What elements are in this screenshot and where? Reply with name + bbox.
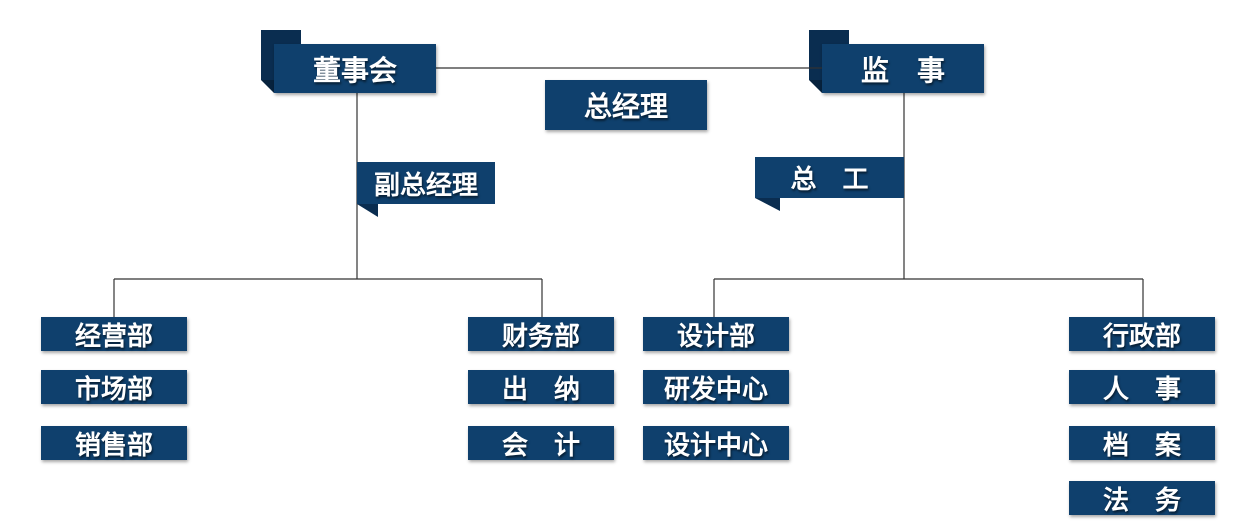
dept-col2-item-1: 出 纳 [468,370,614,405]
supervisor-box: 监 事 [822,44,984,93]
board-box: 董事会 [274,44,436,93]
general-manager-box: 总经理 [545,80,707,130]
dept-col1-item-1: 市场部 [41,370,187,405]
dept-col4-item-2: 档 案 [1069,426,1215,461]
dept-col4-item-3: 法 务 [1069,481,1215,516]
deputy-gm-fold [357,204,378,217]
dept-col3-item-1: 研发中心 [643,370,789,405]
supervisor-ribbon-fold [809,80,822,93]
chief-engineer-box: 总 工 [755,157,904,198]
dept-col1-item-2: 销售部 [41,426,187,461]
dept-col4-item-0: 行政部 [1069,317,1215,352]
dept-col4-item-1: 人 事 [1069,370,1215,405]
deputy-gm-box: 副总经理 [357,162,495,204]
dept-col3-item-0: 设计部 [643,317,789,352]
dept-col2-item-0: 财务部 [468,317,614,352]
dept-col1-item-0: 经营部 [41,317,187,352]
board-ribbon-fold [261,80,274,93]
dept-col3-item-2: 设计中心 [643,426,789,461]
dept-col2-item-2: 会 计 [468,426,614,461]
chief-engineer-fold [755,198,780,211]
